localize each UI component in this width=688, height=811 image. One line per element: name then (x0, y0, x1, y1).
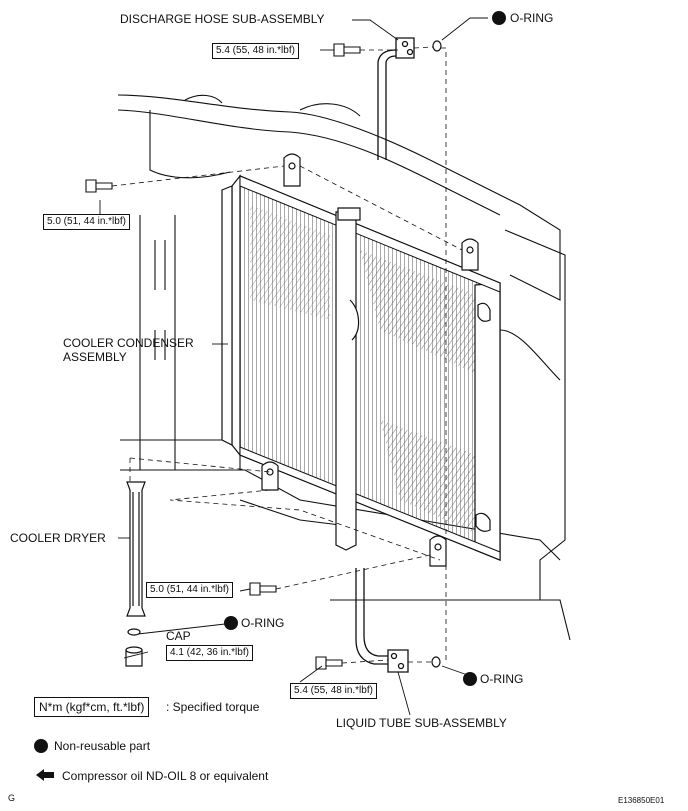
liquid-tube-bolt-torque: 5.4 (55, 48 in.*lbf) (290, 683, 377, 699)
upper-bracket-torque: 5.0 (51, 44 in.*lbf) (43, 214, 130, 230)
o-ring-top-label: O-RING (510, 11, 554, 25)
cap-label: CAP (166, 629, 191, 643)
liquid-tube (355, 568, 409, 673)
non-reusable-dot-icon (34, 739, 48, 753)
o-ring-top (432, 40, 442, 52)
cooler-dryer (125, 481, 146, 667)
discharge-hose-label: DISCHARGE HOSE SUB-ASSEMBLY (120, 12, 325, 26)
cap-torque: 4.1 (42, 36 in.*lbf) (166, 645, 253, 661)
support-rod (335, 207, 361, 551)
o-ring-bottom-label: O-RING (480, 672, 524, 686)
lower-bracket-torque: 5.0 (51, 44 in.*lbf) (146, 582, 233, 598)
dashed-line (111, 46, 463, 664)
legend-torque-box: N*m (kgf*cm, ft.*lbf) (34, 697, 150, 717)
figure-id: E136850E01 (618, 796, 665, 805)
oil-arrow-icon (36, 769, 54, 781)
o-ring-dot-icon (463, 672, 477, 686)
bracket (261, 153, 491, 567)
cooler-condenser-label-line1: COOLER CONDENSER (63, 336, 194, 350)
legend-torque-desc: : Specified torque (166, 700, 260, 714)
leader-line (99, 17, 488, 716)
o-ring-bottom (431, 656, 441, 668)
cooler-condenser-label: COOLER CONDENSER ASSEMBLY (63, 336, 194, 364)
footer-left-mark: G (8, 793, 16, 803)
legend-oil: Compressor oil ND-OIL 8 or equivalent (62, 769, 269, 783)
cooler-dryer-label: COOLER DRYER (10, 531, 106, 545)
discharge-hose (377, 37, 415, 160)
discharge-bolt-torque: 5.4 (55, 48 in.*lbf) (212, 43, 299, 59)
liquid-tube-label: LIQUID TUBE SUB-ASSEMBLY (336, 716, 507, 730)
o-ring-dot-icon (224, 616, 238, 630)
condenser-core (221, 174, 501, 561)
o-ring-mid-label: O-RING (241, 616, 285, 630)
bolt (85, 43, 361, 670)
cooler-condenser-label-line2: ASSEMBLY (63, 350, 127, 364)
body-frame (117, 94, 571, 641)
o-ring-dot-icon (492, 11, 506, 25)
legend-non-reusable: Non-reusable part (54, 739, 151, 753)
